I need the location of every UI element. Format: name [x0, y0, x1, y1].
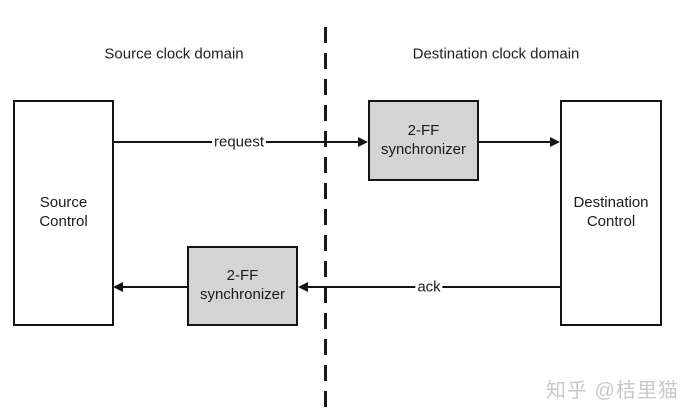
arrowhead-into-top-synchronizer-icon: [358, 137, 368, 147]
request-path-2ff-synchronizer-box: 2-FF synchronizer: [368, 100, 479, 181]
source-clock-domain-title: Source clock domain: [104, 45, 244, 63]
synchronized-request-wire: [479, 141, 551, 143]
clock-domain-divider-dashed-line: [324, 27, 327, 409]
destination-clock-domain-title: Destination clock domain: [412, 45, 580, 63]
synchronized-ack-wire: [122, 286, 187, 288]
ack-path-2ff-synchronizer-box: 2-FF synchronizer: [187, 246, 298, 326]
ack-signal-label: ack: [415, 278, 443, 296]
arrowhead-into-source-control-icon: [113, 282, 123, 292]
destination-control-box: Destination Control: [560, 100, 662, 326]
zhihu-watermark: 知乎 @桔里猫: [546, 380, 679, 402]
arrowhead-into-destination-control-icon: [550, 137, 560, 147]
arrowhead-into-bottom-synchronizer-icon: [298, 282, 308, 292]
source-control-box: Source Control: [13, 100, 114, 326]
request-signal-label: request: [211, 133, 267, 151]
